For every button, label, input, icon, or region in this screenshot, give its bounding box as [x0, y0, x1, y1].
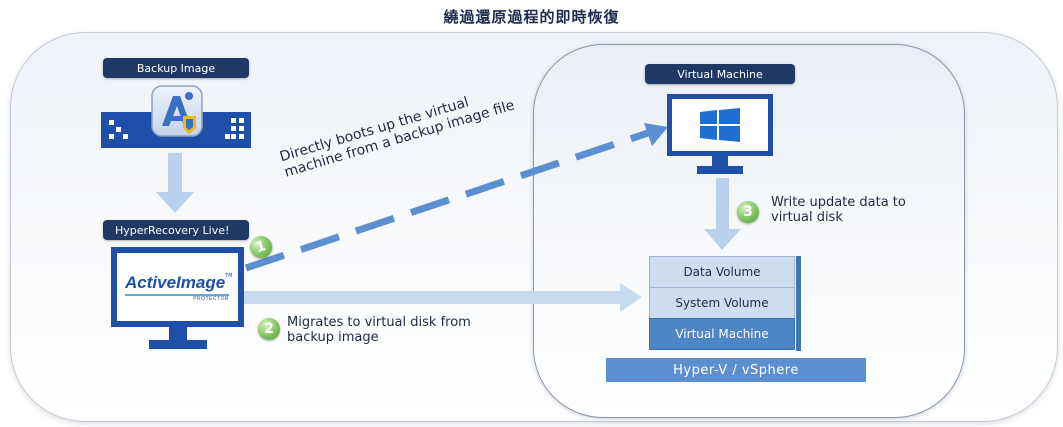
- step-2-line-1: Migrates to virtual disk from: [287, 315, 471, 330]
- arrow-migrate-to-virtual-disk: [244, 283, 642, 312]
- windows-logo-icon: [700, 108, 740, 142]
- backup-image-label: Backup Image: [103, 58, 249, 78]
- monitor-icon-right: [667, 94, 773, 176]
- step-3-line-2: virtual disk: [771, 210, 843, 225]
- ai-logo-icon: [151, 85, 203, 137]
- step-3-text: Write update data to virtual disk: [771, 195, 941, 225]
- step-3-badge: 3: [737, 201, 759, 223]
- virtual-disk-stack: Data Volume System Volume Virtual Machin…: [649, 256, 799, 350]
- step-2-badge: 2: [258, 318, 280, 340]
- stack-side-shadow: [796, 256, 801, 351]
- hyperrecovery-live-label: HyperRecovery Live!: [103, 220, 249, 240]
- hypervisor-bar: Hyper-V / vSphere: [606, 358, 866, 382]
- step-2-line-2: backup image: [287, 330, 379, 345]
- virtual-machine-label: Virtual Machine: [645, 64, 795, 84]
- monitor-icon-left: ActiveImageTM PROTECTOR: [111, 247, 244, 352]
- activeimage-logo-text: ActiveImage: [125, 273, 226, 292]
- diagram-title: 繞過還原過程的即時恢復: [443, 8, 620, 26]
- activeimage-logo-tm: TM: [225, 273, 233, 279]
- step-3-line-1: Write update data to: [771, 195, 906, 210]
- arrow-vm-to-stack: [704, 178, 741, 250]
- activeimage-logo: ActiveImageTM PROTECTOR: [125, 273, 235, 302]
- arrow-backup-to-hyperrecovery: [156, 153, 194, 213]
- activeimage-logo-sub: PROTECTOR: [193, 296, 229, 302]
- system-volume-layer: System Volume: [649, 287, 795, 318]
- virtual-machine-layer: Virtual Machine: [649, 318, 795, 350]
- data-volume-layer: Data Volume: [649, 256, 795, 287]
- arrow-direct-boot-dashed: [244, 123, 668, 272]
- step-2-text: Migrates to virtual disk from backup ima…: [287, 315, 507, 345]
